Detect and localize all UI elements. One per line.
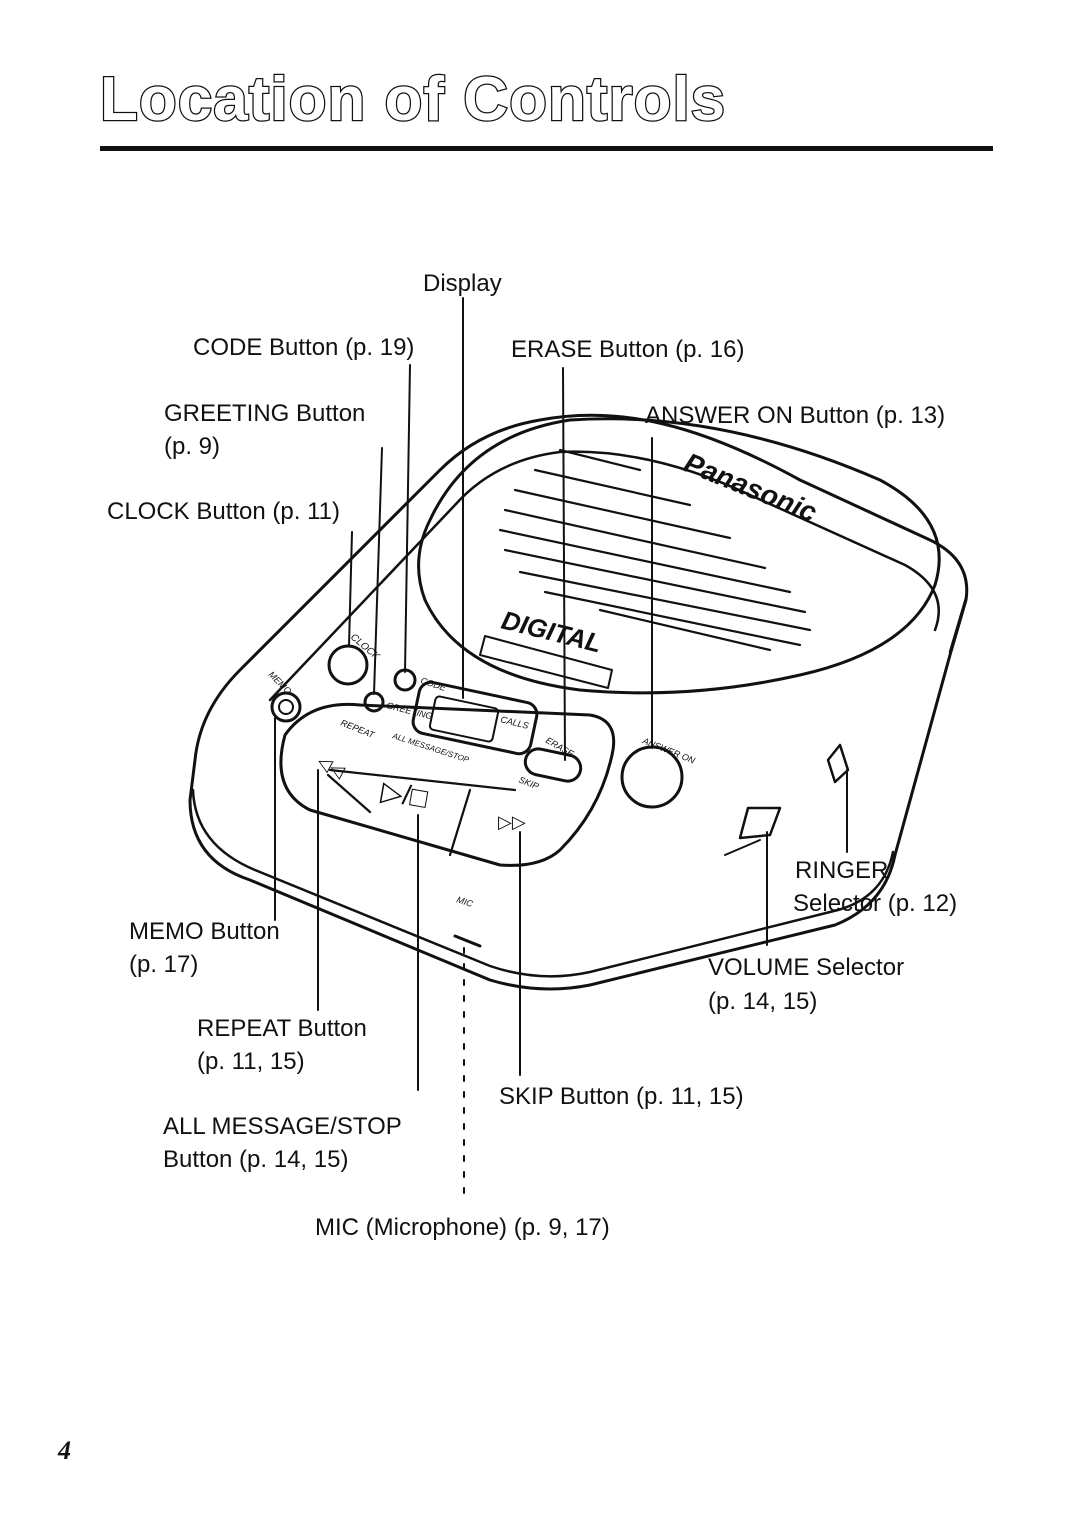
label-ringer-selector-line1: RINGER: [795, 857, 889, 884]
control-panel: [279, 702, 616, 867]
label-mic: MIC (Microphone) (p. 9, 17): [315, 1214, 610, 1241]
greeting-button-shape: [363, 691, 385, 713]
answer-on-key-label: ANSWER ON: [640, 735, 697, 766]
label-all-message-stop-line2: Button (p. 14, 15): [163, 1146, 349, 1173]
erase-button-shape: [523, 747, 583, 783]
mic-key-label: MIC: [455, 894, 474, 909]
label-greeting-button-line2: (p. 9): [164, 433, 221, 460]
title-rule: [100, 146, 993, 151]
device-base-band: [191, 788, 895, 978]
display-window: [411, 680, 539, 756]
page-number: 4: [58, 1436, 71, 1465]
mic-slot: [453, 934, 482, 948]
label-display: Display: [423, 270, 502, 297]
forward-symbol: ▷▷: [498, 812, 526, 832]
play-stop-symbol: ▷/□: [379, 775, 430, 814]
label-answer-on-button: ANSWER ON Button (p. 13): [645, 402, 946, 429]
label-memo-button-line2: (p. 17): [129, 951, 199, 978]
memo-key-label: MEMO: [267, 669, 294, 696]
label-repeat-button-line1: REPEAT Button: [197, 1015, 367, 1042]
code-key-label: CODE: [419, 675, 448, 693]
erase-key-label: ERASE: [544, 735, 576, 759]
label-greeting-button-line1: GREETING Button: [164, 400, 366, 427]
digital-badge-box: [479, 635, 613, 689]
rewind-symbol: ◁◁: [314, 751, 348, 782]
memo-button-shape: [270, 691, 302, 723]
greeting-key-label: GREETING: [386, 700, 434, 721]
skip-key-label: SKIP: [517, 775, 540, 792]
speaker-slots: [498, 448, 812, 652]
label-repeat-button-line2: (p. 11, 15): [197, 1048, 305, 1075]
page-title: Location of Controls: [99, 64, 727, 136]
repeat-key-label: REPEAT: [339, 718, 377, 741]
volume-slider: [738, 806, 782, 840]
label-memo-button-line1: MEMO Button: [129, 918, 280, 945]
label-clock-button: CLOCK Button (p. 11): [107, 498, 340, 525]
label-code-button: CODE Button (p. 19): [193, 334, 415, 361]
top-deck-edge: [268, 450, 940, 702]
ringer-switch: [826, 743, 850, 784]
label-erase-button: ERASE Button (p. 16): [511, 336, 745, 363]
leader-lines: [274, 297, 848, 1199]
label-ringer-selector-line2: Selector (p. 12): [793, 890, 958, 917]
speaker-grille: [417, 417, 941, 695]
label-skip-button: SKIP Button (p. 11, 15): [499, 1083, 744, 1110]
clock-button-shape: [327, 644, 369, 686]
label-all-message-stop-line1: ALL MESSAGE/STOP: [163, 1113, 402, 1140]
calls-key-label: CALLS: [500, 714, 530, 731]
digital-logo: DIGITAL: [499, 605, 605, 659]
brand-logo: Panasonic: [680, 447, 822, 528]
label-volume-selector-line2: (p. 14, 15): [708, 988, 818, 1015]
device-body-outline: [188, 413, 969, 991]
label-volume-selector-line1: VOLUME Selector: [708, 954, 905, 981]
